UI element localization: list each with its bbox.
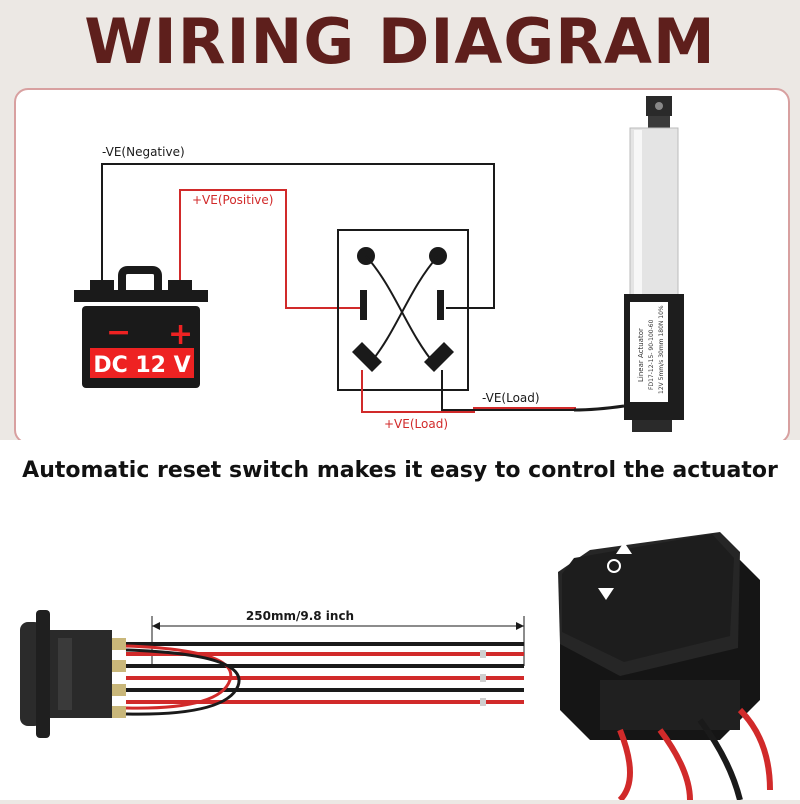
wire-terminals — [480, 650, 486, 706]
positive-load-wire — [361, 370, 576, 413]
product-photos: 250mm/9.8 inch — [20, 532, 773, 803]
page-title: WIRING DIAGRAM — [84, 5, 716, 78]
battery-voltage: DC 12 V — [93, 353, 190, 378]
switch-contact-mid-right — [437, 290, 444, 320]
dimension-label: 250mm/9.8 inch — [246, 609, 354, 623]
positive-load-label: +VE(Load) — [384, 417, 448, 431]
linear-actuator-image — [573, 96, 684, 432]
dimension-line — [151, 616, 525, 666]
rocker-symbols — [598, 542, 632, 600]
positive-label: +VE(Positive) — [192, 193, 273, 207]
battery-minus: − — [106, 315, 131, 350]
switch-box — [337, 229, 469, 391]
switch-contact-mid-left — [360, 290, 367, 320]
switch-contact-bottom-left — [352, 342, 382, 372]
caption: Automatic reset switch makes it easy to … — [22, 458, 778, 483]
positive-wire — [179, 189, 364, 309]
switch-cross-wire-1 — [365, 255, 437, 367]
product-photo-area: 250mm/9.8 inch — [0, 440, 800, 803]
negative-load-label: -VE(Load) — [482, 391, 540, 405]
actuator-label-line2: FD17-12-15- 90-100-60 — [648, 319, 655, 390]
switch-contact-bottom-right — [424, 342, 454, 372]
rocker-switch-side-view — [20, 610, 126, 738]
negative-load-wire — [441, 370, 576, 411]
wiring-diagram-panel: -VE(Negative) +VE(Positive) -VE(Load) +V… — [14, 88, 790, 444]
wire-bundle — [125, 642, 524, 716]
negative-wire — [101, 163, 495, 309]
actuator-label-line1: Linear Actuator — [637, 328, 645, 382]
battery-icon — [74, 266, 208, 388]
wiring-diagram: -VE(Negative) +VE(Positive) -VE(Load) +V… — [74, 96, 684, 432]
actuator-label-line3: 12V 5mm/s 30mm 180N 10% — [658, 305, 665, 394]
switch-cross-wire-2 — [367, 255, 439, 367]
negative-label: -VE(Negative) — [102, 145, 185, 159]
battery-plus: + — [168, 317, 193, 352]
rocker-switch-3d-view — [558, 532, 773, 803]
